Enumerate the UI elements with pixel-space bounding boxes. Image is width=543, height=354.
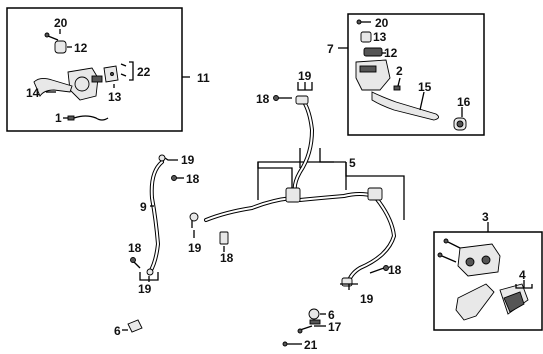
callout-washer: 21 xyxy=(304,338,318,352)
callout-right-master-assembly: 7 xyxy=(327,42,334,56)
callout-right-boot: 16 xyxy=(457,95,471,109)
caliper-bracket-part xyxy=(455,283,495,321)
callout-bolt-rear-mid: 18 xyxy=(128,241,142,255)
left-clamp-part xyxy=(103,65,119,83)
front-hose-upper-part xyxy=(292,100,315,198)
left-lever-part xyxy=(33,77,73,97)
front-hose-left-part xyxy=(204,196,294,222)
callout-bolt-right: 18 xyxy=(388,263,402,277)
right-boot-part xyxy=(453,117,467,131)
holder-left-part xyxy=(127,319,143,333)
right-cap-part xyxy=(360,31,372,43)
bolt-top-part xyxy=(273,95,292,101)
caliper-body-part xyxy=(457,243,501,277)
callout-right-cap: 13 xyxy=(373,30,387,44)
right-master-body-part xyxy=(355,59,391,91)
callout-clip-right: 19 xyxy=(360,292,374,306)
right-diaphragm-part xyxy=(363,47,383,57)
front-hose-end-fitting xyxy=(295,95,309,105)
holder-right-part xyxy=(308,308,321,325)
callout-right-pin: 2 xyxy=(396,64,403,78)
washer-part xyxy=(282,341,296,347)
front-junction-fitting-right xyxy=(367,187,383,201)
left-screws-part xyxy=(120,63,127,77)
callout-left-switch: 1 xyxy=(55,111,62,125)
bolt-center-part xyxy=(219,231,229,245)
brake-pads-part xyxy=(499,283,529,315)
callout-left-clamp: 13 xyxy=(108,90,122,104)
front-hose-lower-fitting xyxy=(341,277,353,287)
callout-brake-pads: 4 xyxy=(519,268,526,282)
front-junction-fitting xyxy=(285,187,301,203)
grommet-part xyxy=(297,325,313,334)
callout-front-hose-set: 5 xyxy=(349,156,356,170)
bolt-rear-top-part xyxy=(171,175,184,181)
left-cap-part xyxy=(54,40,67,54)
callout-left-cap-screw: 20 xyxy=(54,16,68,30)
front-hose-bracket-lines xyxy=(257,148,405,220)
callout-clip-rear-mid: 19 xyxy=(188,241,202,255)
left-cap-screw-part xyxy=(44,32,59,41)
rear-hose-part xyxy=(148,160,164,274)
bolt-rear-mid-part xyxy=(130,257,141,269)
callout-left-screws: 22 xyxy=(137,65,151,79)
callout-right-cap-screw: 20 xyxy=(375,16,389,30)
left-lever-assembly-box xyxy=(6,7,183,132)
callout-holder-right: 6 xyxy=(328,308,335,322)
callout-left-lever: 14 xyxy=(26,86,40,100)
callout-grommet: 17 xyxy=(328,320,342,334)
callout-caliper-assembly: 3 xyxy=(482,210,489,224)
callout-clip-top: 19 xyxy=(298,69,312,83)
callout-clip-rear-top: 19 xyxy=(181,153,195,167)
bolt-right-part xyxy=(369,265,389,274)
callout-bolt-center: 18 xyxy=(220,251,234,265)
front-hose-right-part xyxy=(346,196,397,286)
caliper-bolts-part xyxy=(437,238,461,263)
callout-left-lever-assembly: 11 xyxy=(197,71,210,85)
right-master-assembly-box xyxy=(347,13,485,136)
callout-clip-rear-bottom: 19 xyxy=(138,282,152,296)
callout-rear-hose: 9 xyxy=(140,200,147,214)
right-cap-screw-part xyxy=(356,19,371,25)
callout-bolt-top: 18 xyxy=(256,92,270,106)
left-switch-part xyxy=(67,115,109,121)
callout-holder-left: 6 xyxy=(114,324,121,338)
callout-left-cap: 12 xyxy=(74,41,88,55)
right-pin-part xyxy=(393,85,401,91)
callout-right-lever: 15 xyxy=(418,80,432,94)
right-lever-part xyxy=(371,91,439,121)
callout-bolt-rear-top: 18 xyxy=(186,172,200,186)
callout-right-diaphragm: 12 xyxy=(384,46,398,60)
left-lever-housing-part xyxy=(67,67,103,101)
front-hose-center-part xyxy=(298,192,376,202)
